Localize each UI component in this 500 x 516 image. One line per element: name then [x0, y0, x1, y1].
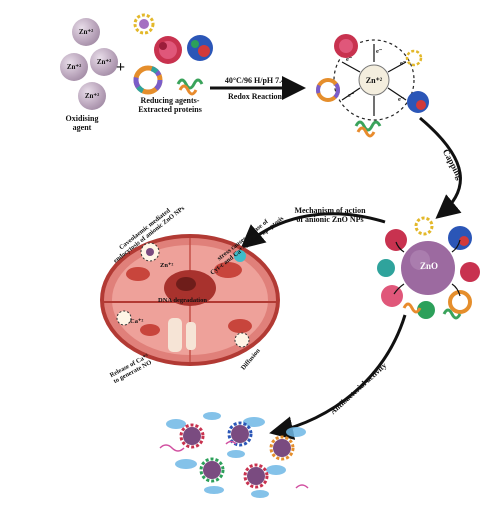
capping-proteins — [377, 216, 480, 320]
reaction-conditions-top: 40°C/96 H/pH 7.4 — [224, 76, 286, 85]
bacteria-cluster — [159, 412, 309, 498]
diffusion-particle — [234, 332, 250, 348]
reducing-agents-label: Reducing agents-Extracted proteins — [138, 96, 202, 114]
protein-magenta — [154, 36, 182, 64]
zn-ion-3: Zn⁺² — [90, 48, 118, 76]
er-channel — [168, 318, 196, 352]
antibacterial-arrow — [269, 314, 407, 440]
zno-nanoparticle — [377, 216, 480, 320]
protein-ring — [133, 65, 163, 95]
electron-label-3: e⁻ — [400, 60, 407, 67]
redox-zn-core — [358, 64, 390, 96]
capping-arrow — [419, 116, 462, 219]
protein-blue — [187, 35, 213, 61]
mitochondria — [126, 262, 252, 336]
plus-sign: + — [116, 59, 126, 76]
reaction-conditions-bottom: Redox Reaction — [228, 92, 282, 101]
electron-label-2: e⁻ — [346, 56, 353, 63]
electron-label-4: e⁻ — [348, 92, 355, 99]
redox-zn-label: Zn⁺² — [365, 76, 383, 85]
zn-ion-2: Zn⁺² — [60, 53, 88, 81]
dna-degradation-label: DNA degradation — [158, 297, 207, 304]
nucleus — [164, 270, 216, 306]
cyt-c-release — [234, 250, 246, 262]
protein-cluster — [133, 13, 213, 96]
protein-coil — [176, 78, 204, 96]
zno-core-label: ZnO — [419, 261, 438, 271]
redox-dashed-ring — [333, 39, 415, 121]
electron-label-1: e⁻ — [376, 48, 383, 55]
bacterial-debris — [159, 440, 309, 489]
release-particle — [116, 310, 132, 326]
cell-ion-zn: Zn⁺² — [160, 262, 174, 269]
protein-yellow — [133, 13, 155, 35]
zno-uptake — [146, 248, 154, 256]
cell-illustration — [100, 234, 280, 366]
electron-label-5: e⁻ — [398, 96, 405, 103]
mechanism-arrow — [240, 212, 386, 249]
zn-ion-4: Zn⁺² — [78, 82, 106, 110]
cell-ion-ca: Ca⁺² — [130, 318, 144, 325]
zno-clusters — [179, 421, 295, 489]
zn-ion-1: Zn⁺² — [72, 18, 100, 46]
bacteria-cells — [166, 412, 306, 498]
redox-complex — [316, 34, 429, 138]
